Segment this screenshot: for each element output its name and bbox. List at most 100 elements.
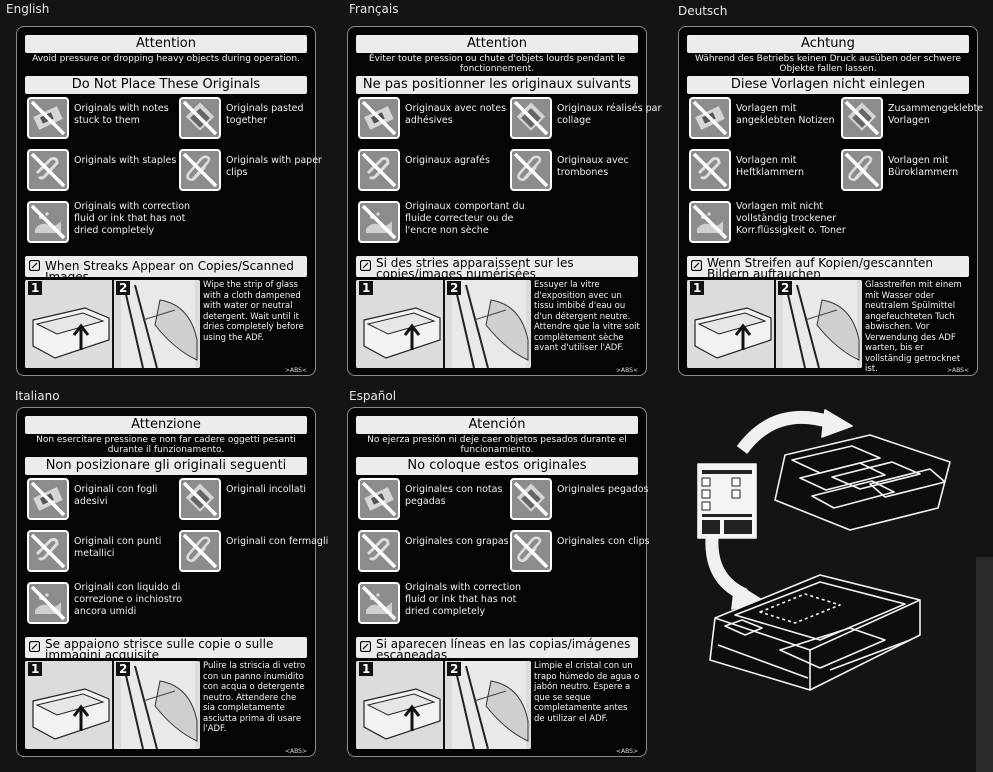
language-title-english: English (6, 2, 50, 16)
step-number: 1 (690, 281, 705, 295)
original-type-label: Originaux avec notes adhésives (405, 103, 507, 126)
do-not-place-header: No coloque estos originales (356, 457, 638, 475)
label-code: <ABS> (616, 748, 638, 755)
step-number: 2 (447, 662, 462, 676)
sticky-note-icon (358, 97, 400, 139)
warning-text: No ejerza presión ni deje caer objetos p… (367, 435, 627, 455)
staple-icon (689, 149, 731, 191)
streak-title: Si aparecen líneas en las copias/imágene… (376, 637, 631, 662)
language-title-spanish: Español (349, 389, 397, 403)
original-type-label: Originali con punti metallici (74, 536, 162, 559)
paper-clip-icon (510, 530, 552, 572)
original-type-label: Vorlagen mit Büroklammern (888, 155, 959, 178)
streak-header: When Streaks Appear on Copies/Scanned Im… (25, 256, 307, 283)
original-type-label: Originali con fermagli (226, 536, 329, 547)
original-type-label: Vorlagen mit angeklebten Notizen (736, 103, 835, 126)
cleaning-instruction: Limpie el cristal con un trapo húmedo de… (534, 661, 640, 724)
original-type-label: Originaux avec trombones (557, 155, 629, 178)
sticky-note-icon (689, 97, 731, 139)
cleaning-icon (359, 259, 372, 272)
panel-header: Attention (25, 35, 307, 53)
panel-header: Achtung (687, 35, 969, 53)
streak-header: Si aparecen líneas en las copias/imágene… (356, 637, 638, 662)
language-title-french: Français (349, 2, 399, 16)
original-type-label: Originals with notes stuck to them (74, 103, 169, 126)
wet-ink-icon (358, 201, 400, 243)
do-not-place-header: Ne pas positionner les originaux suivant… (356, 76, 638, 94)
cleaning-icon (690, 259, 703, 272)
sticky-note-icon (27, 97, 69, 139)
pasted-originals-icon (179, 478, 221, 520)
original-type-label: Originales con grapas (405, 536, 509, 547)
original-type-label: Originali con liquido di correzione o in… (74, 582, 183, 617)
label-code: >ABS< (947, 367, 969, 374)
do-not-place-header: Non posizionare gli originali seguenti (25, 457, 307, 475)
streak-title: Si des stries apparaissent sur les copie… (376, 256, 574, 281)
original-type-label: Originales pegados (557, 484, 649, 495)
step-number: 1 (359, 662, 374, 676)
step-number: 1 (28, 662, 43, 676)
step-number: 2 (778, 281, 793, 295)
adf-placement-illustration (697, 409, 951, 691)
language-title-german: Deutsch (678, 4, 728, 18)
original-type-label: Originales con clips (557, 536, 650, 547)
panel-header: Atención (356, 416, 638, 434)
cleaning-instruction: Pulire la striscia di vetro con un panno… (203, 661, 306, 734)
original-type-label: Originals with staples (74, 155, 177, 166)
paper-clip-icon (841, 149, 883, 191)
label-code: >ABS< (285, 367, 307, 374)
paper-clip-icon (510, 149, 552, 191)
cleaning-instruction: Glasstreifen mit einem mit Wasser oder n… (865, 280, 962, 374)
wet-ink-icon (689, 201, 731, 243)
staple-icon (358, 149, 400, 191)
step-number: 1 (28, 281, 43, 295)
warning-text: Avoid pressure or dropping heavy objects… (32, 54, 300, 64)
warning-text: Non esercitare pressione e non far cader… (36, 435, 296, 455)
pasted-originals-icon (179, 97, 221, 139)
warning-text: Während des Betriebs keinen Druck ausübe… (694, 54, 961, 74)
original-type-label: Originaux comportant du fluide correcteu… (405, 201, 525, 236)
paper-clip-icon (179, 530, 221, 572)
warning-text: Éviter toute pression ou chute d'objets … (368, 54, 626, 74)
original-type-label: Originales con notas pegadas (405, 484, 503, 507)
pasted-originals-icon (841, 97, 883, 139)
streak-title: Se appaiono strisce sulle copie o sulle … (45, 637, 274, 662)
staple-icon (27, 149, 69, 191)
streak-header: Si des stries apparaissent sur les copie… (356, 256, 638, 281)
cleaning-icon (28, 640, 41, 653)
streak-header: Se appaiono strisce sulle copie o sulle … (25, 637, 307, 662)
original-type-label: Originaux agrafés (405, 155, 490, 166)
original-type-label: Originals pasted together (226, 103, 304, 126)
original-type-label: Originali incollati (226, 484, 306, 495)
original-type-label: Originals with correction fluid or ink t… (405, 582, 522, 617)
step-number: 1 (359, 281, 374, 295)
streak-header: Wenn Streifen auf Kopien/gescannten Bild… (687, 256, 969, 281)
wet-ink-icon (358, 582, 400, 624)
original-type-label: Vorlagen mit nicht vollständig trockener… (736, 201, 846, 236)
sticky-note-icon (27, 478, 69, 520)
cleaning-instruction: Wipe the strip of glass with a cloth dam… (203, 280, 304, 343)
staple-icon (27, 530, 69, 572)
original-type-label: Originali con fogli adesivi (74, 484, 158, 507)
panel-header: Attenzione (25, 416, 307, 434)
cleaning-icon (28, 259, 41, 272)
sticky-note-icon (358, 478, 400, 520)
streak-title: Wenn Streifen auf Kopien/gescannten Bild… (707, 256, 934, 281)
paper-clip-icon (179, 149, 221, 191)
pasted-originals-icon (510, 97, 552, 139)
staple-icon (358, 530, 400, 572)
wet-ink-icon (27, 201, 69, 243)
do-not-place-header: Diese Vorlagen nicht einlegen (687, 76, 969, 94)
pasted-originals-icon (510, 478, 552, 520)
adjacent-label-edge (976, 557, 993, 772)
label-code: <ABS> (285, 748, 307, 755)
cleaning-icon (359, 640, 372, 653)
language-title-italian: Italiano (15, 389, 60, 403)
